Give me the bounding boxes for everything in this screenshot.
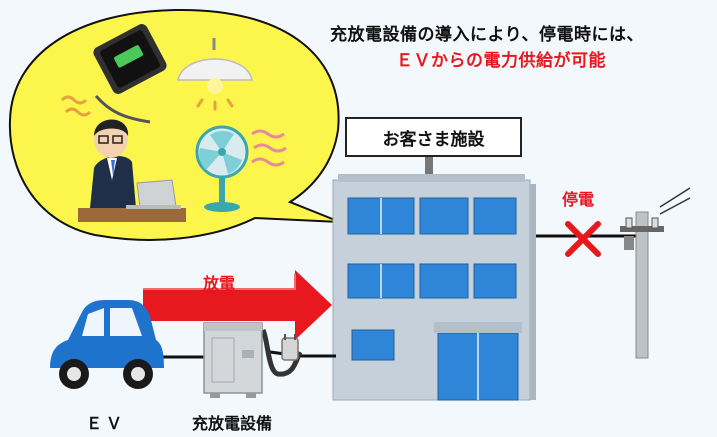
ev-car-icon	[50, 300, 164, 389]
ev-label: ＥＶ	[86, 414, 127, 433]
utility-pole-icon	[620, 211, 664, 359]
discharge-arrow-icon	[143, 270, 332, 340]
charger-label: 充放電設備	[192, 414, 273, 433]
ceiling-lamp-icon	[177, 38, 253, 111]
facility-sign: お客さま施設	[345, 117, 522, 157]
charging-cable	[148, 328, 336, 377]
electric-fan-icon	[195, 125, 287, 212]
speech-bubble	[8, 8, 341, 241]
charger-cabinet-icon	[203, 322, 263, 398]
sign-post	[425, 156, 433, 186]
power-line	[528, 187, 691, 238]
outage-label: 停電	[562, 190, 595, 209]
smartphone-charging-icon	[60, 24, 167, 124]
outage-cross-icon	[565, 221, 601, 257]
discharge-label: 放電	[203, 274, 236, 293]
headline-line1: 充放電設備の導入により、停電時には、	[330, 25, 644, 45]
person-with-laptop-icon	[78, 119, 186, 222]
facility-building-icon	[332, 174, 536, 401]
headline-line2: ＥＶからの電力供給が可能	[396, 51, 606, 71]
